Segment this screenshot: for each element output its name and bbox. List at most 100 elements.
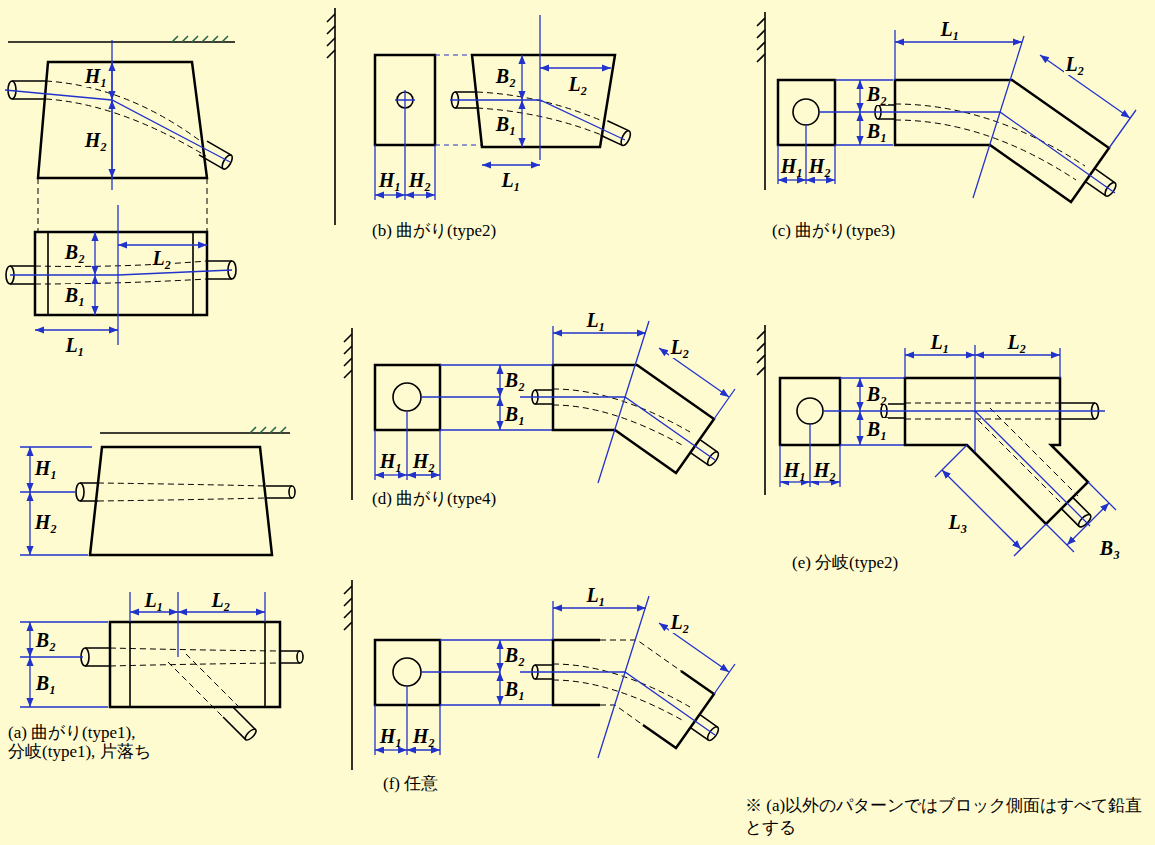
dimension-label: H₁ [783,459,808,481]
dimension-label: H₂ [412,725,437,747]
dimension-label: B₁ [866,418,888,440]
dimension-line [29,622,30,657]
dimension-label: H₁ [379,450,404,472]
dimension-line [20,447,92,555]
pipe [289,486,295,498]
block-outline [130,622,265,707]
pipe [266,486,292,498]
dimension-line [859,80,860,112]
dimension-label: L₁ [929,331,950,353]
wall-line [757,18,765,62]
pipe-hidden-line [46,81,206,156]
note-text: ※ (a)以外のパターンではブロック側面はすべて鉛直とする [745,795,1150,839]
pipe [875,105,1118,198]
dimension-label: H₁ [378,169,403,191]
block-section [395,90,415,110]
figure-caption: (c) 曲がり(type3) [772,222,895,241]
projection-line [38,178,207,232]
dimension-line [540,67,611,68]
block-outline [553,365,714,473]
dimension-line [94,275,95,315]
dimension-label: L₂ [1064,53,1085,75]
dimension-line [375,749,407,750]
wall-line [344,334,352,378]
dimension-line [859,112,860,145]
dimension-line [520,321,735,483]
dimension-line [94,232,95,275]
ground-line [250,427,286,433]
pipe [881,403,1099,529]
dimension-line [10,205,232,345]
dimension-label: H₁ [34,457,59,479]
dimension-line [499,672,500,705]
block-outline [905,378,1088,524]
wall-line [351,580,353,770]
dimension-label: B₁ [495,113,517,135]
dimension-label: H₂ [412,450,437,472]
dimension-line [5,40,230,190]
pipe [297,651,303,663]
dimension-label: L₁ [143,589,164,611]
dimension-line [553,332,646,333]
dimension-line [870,345,1116,556]
dimension-line [407,474,440,475]
dimension-label: H₂ [84,129,109,151]
dimension-line [870,30,1136,198]
dimension-label: H₁ [84,65,109,87]
pipe-hidden-line [98,483,266,501]
pipe-hidden-line [110,648,280,720]
dimension-label: H₂ [813,459,838,481]
block-outline [895,80,1109,202]
dimension-line [375,110,435,200]
dimension-label: B₁ [64,284,86,306]
dimension-line [118,244,207,245]
dimension-label: L₂ [1006,331,1027,353]
block-outline [895,80,1109,202]
dimension-label: L₂ [210,589,231,611]
dimension-line [130,611,178,612]
pipe-hidden-line [98,483,266,501]
dimension-line [450,15,625,165]
dimension-label: L₂ [669,611,690,633]
wall-line [764,12,766,190]
dimension-label: L₁ [585,584,606,606]
block-outline [553,640,714,748]
block-outline [90,447,272,555]
dimension-line [450,15,625,160]
pipe [532,390,720,467]
block-outline [38,62,207,178]
ground-line [8,36,235,42]
block-outline [35,232,207,315]
dimension-label: B₂ [866,383,888,405]
dimension-label: L₁ [585,309,606,331]
wall-line [757,331,765,375]
pipe [199,141,231,169]
pipe [76,483,84,501]
pipe [532,665,720,742]
dimension-label: B₁ [504,678,526,700]
dimension-line [375,365,553,480]
block-section [393,658,421,686]
dimension-line [499,365,500,397]
block-outline [90,447,272,555]
pipe [199,141,234,171]
dimension-label: B₁ [504,403,526,425]
dimension-line [780,481,810,482]
dimension-line [5,40,230,190]
block-outline [905,378,1088,524]
dimension-line [407,749,440,750]
dimension-line [29,447,30,492]
dimension-label: B₂ [504,369,526,391]
dimension-label: L₃ [947,511,968,533]
dimension-label: B₃ [1099,537,1121,559]
dimension-line [778,179,806,180]
wall-line [764,325,766,495]
dimension-line [405,194,435,195]
block-outline [38,62,207,178]
block-outline [35,232,207,315]
figure-caption: (f) 任意 [383,775,438,794]
dimension-line [520,321,735,483]
wall-line [351,328,353,500]
dimension-line [375,110,435,200]
